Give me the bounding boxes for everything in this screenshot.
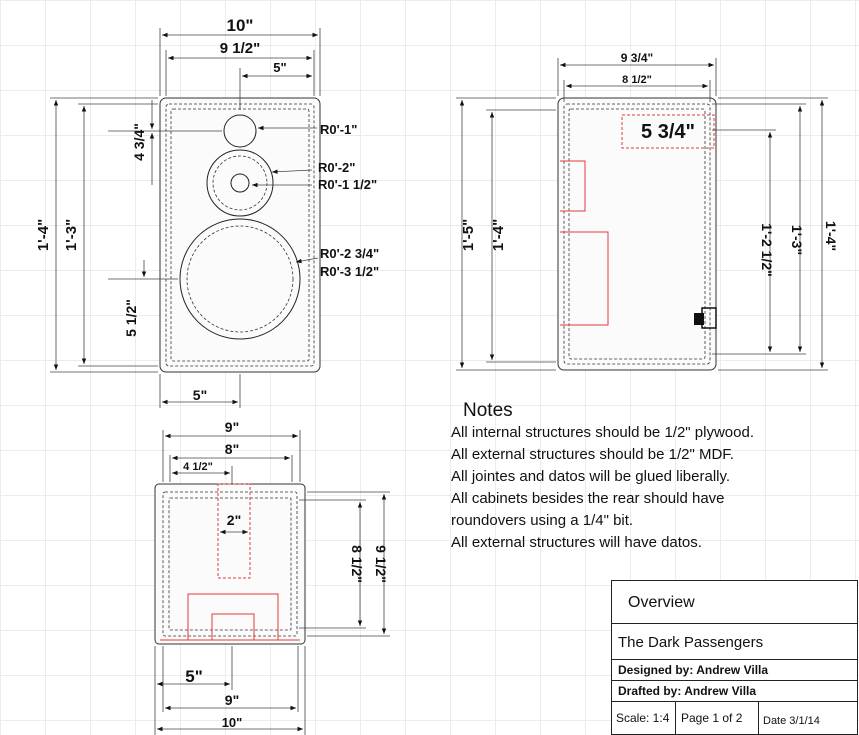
top-view: 9" 8" 4 1/2" 2" 8 1/2" 9 1/2" 5" 9" 10" bbox=[154, 419, 390, 735]
woofer-dashed-circle bbox=[186, 225, 294, 333]
port-outline bbox=[621, 114, 715, 149]
note-line: All cabinets besides the rear should hav… bbox=[451, 490, 725, 507]
title-row-project: The Dark Passengers bbox=[612, 624, 857, 660]
dim-tweeter-height: 4 3/4" bbox=[131, 123, 147, 161]
dim-top-depth-outer: 9 1/2" bbox=[373, 545, 389, 583]
date: Date 3/1/14 bbox=[763, 715, 820, 727]
top-inner-dashed bbox=[162, 491, 298, 637]
top-port-outline bbox=[217, 483, 251, 579]
terminal-knob bbox=[694, 313, 704, 325]
dim-front-bottom-offset: 5" bbox=[193, 387, 207, 403]
side-panel-outline bbox=[557, 97, 717, 371]
dim-tweeter-offset: 5" bbox=[273, 60, 286, 75]
dim-side-height-right-b: 1'-3" bbox=[789, 225, 805, 255]
note-line: All external structures should be 1/2" M… bbox=[451, 446, 734, 463]
side-inner-dashed-2 bbox=[568, 108, 706, 360]
dim-side-height-inner: 1'-4" bbox=[490, 219, 507, 251]
dim-top-width-b: 8" bbox=[225, 441, 239, 457]
dim-side-height-outer: 1'-5" bbox=[460, 219, 477, 251]
note-line: All external structures will have datos. bbox=[451, 534, 702, 551]
dim-top-width-a: 9" bbox=[225, 419, 239, 435]
dim-side-depth-inner: 8 1/2" bbox=[622, 74, 652, 86]
dim-top-port-offset: 4 1/2" bbox=[183, 461, 213, 473]
title-block: Overview The Dark Passengers Designed by… bbox=[611, 580, 858, 735]
dim-side-height-right-c: 1'-4" bbox=[823, 221, 839, 251]
title-row-sheet: Overview bbox=[612, 581, 857, 624]
notes-title: Notes bbox=[463, 400, 513, 421]
woofer-outer-circle bbox=[179, 218, 301, 340]
red-brace-lower bbox=[560, 231, 609, 326]
note-line: roundovers using a 1/4" bit. bbox=[451, 512, 634, 529]
dim-top-depth-inner: 8 1/2" bbox=[349, 545, 365, 583]
side-view: 5 3/4" 9 3/4" 8 1/2" 1'-5" 1'-4" 1'-2 1/… bbox=[456, 51, 839, 371]
page-number: Page 1 of 2 bbox=[681, 711, 743, 725]
project-name: The Dark Passengers bbox=[618, 634, 764, 651]
dim-front-height-outer: 1'-4" bbox=[35, 219, 52, 251]
tweeter-circle bbox=[223, 114, 257, 148]
date-cell: Date 3/1/14 bbox=[759, 702, 857, 734]
dim-front-width-inner: 9 1/2" bbox=[220, 40, 260, 57]
sheet-name: Overview bbox=[628, 594, 695, 611]
mid-dashed-circle bbox=[212, 155, 268, 211]
top-red-brace-outer bbox=[187, 593, 279, 640]
dim-top-port-width: 2" bbox=[227, 512, 241, 528]
label-woofer-outer-radius: R0'-2 3/4" bbox=[320, 246, 379, 261]
front-panel-outline bbox=[159, 97, 321, 373]
mid-outer-circle bbox=[206, 149, 274, 217]
red-brace-upper bbox=[560, 160, 586, 212]
dim-top-bottom-width-a: 9" bbox=[225, 692, 239, 708]
front-view: 10" 9 1/2" 5" 1'-4" 1'-3" 4 3/4" 5 1/2" … bbox=[35, 16, 379, 408]
designed-by: Designed by: Andrew Villa bbox=[618, 663, 769, 677]
scale: Scale: 1:4 bbox=[616, 711, 670, 725]
top-panel-outline bbox=[154, 483, 306, 645]
dim-top-bottom-offset: 5" bbox=[185, 667, 203, 686]
title-row-designer: Designed by: Andrew Villa bbox=[612, 660, 857, 681]
note-line: All internal structures should be 1/2" p… bbox=[451, 424, 754, 441]
mid-center-circle bbox=[230, 173, 250, 193]
label-tweeter-radius: R0'-1" bbox=[320, 122, 357, 137]
side-inner-dashed bbox=[563, 103, 711, 365]
dim-side-height-right-a: 1'-2 1/2" bbox=[759, 223, 775, 277]
top-red-brace-inner bbox=[211, 613, 255, 640]
notes-block: Notes All internal structures should be … bbox=[451, 400, 831, 554]
dim-side-depth-outer: 9 3/4" bbox=[621, 51, 653, 65]
title-row-drafter: Drafted by: Andrew Villa bbox=[612, 681, 857, 702]
dim-woofer-bottom: 5 1/2" bbox=[123, 299, 139, 337]
note-line: All jointes and datos will be glued libe… bbox=[451, 468, 731, 485]
label-port: 5 3/4" bbox=[641, 121, 695, 143]
dim-front-width-outer: 10" bbox=[227, 16, 254, 35]
label-woofer-inner-radius: R0'-3 1/2" bbox=[320, 264, 379, 279]
drafted-by: Drafted by: Andrew Villa bbox=[618, 684, 757, 698]
scale-cell: Scale: 1:4 bbox=[612, 702, 676, 734]
label-mid-inner-radius: R0'-1 1/2" bbox=[318, 177, 377, 192]
page-cell: Page 1 of 2 bbox=[676, 702, 759, 734]
dim-top-bottom-width-b: 10" bbox=[222, 715, 243, 730]
top-inner-dashed-2 bbox=[168, 497, 292, 631]
label-mid-outer-radius: R0'-2" bbox=[318, 160, 355, 175]
dim-front-height-inner: 1'-3" bbox=[63, 219, 80, 251]
